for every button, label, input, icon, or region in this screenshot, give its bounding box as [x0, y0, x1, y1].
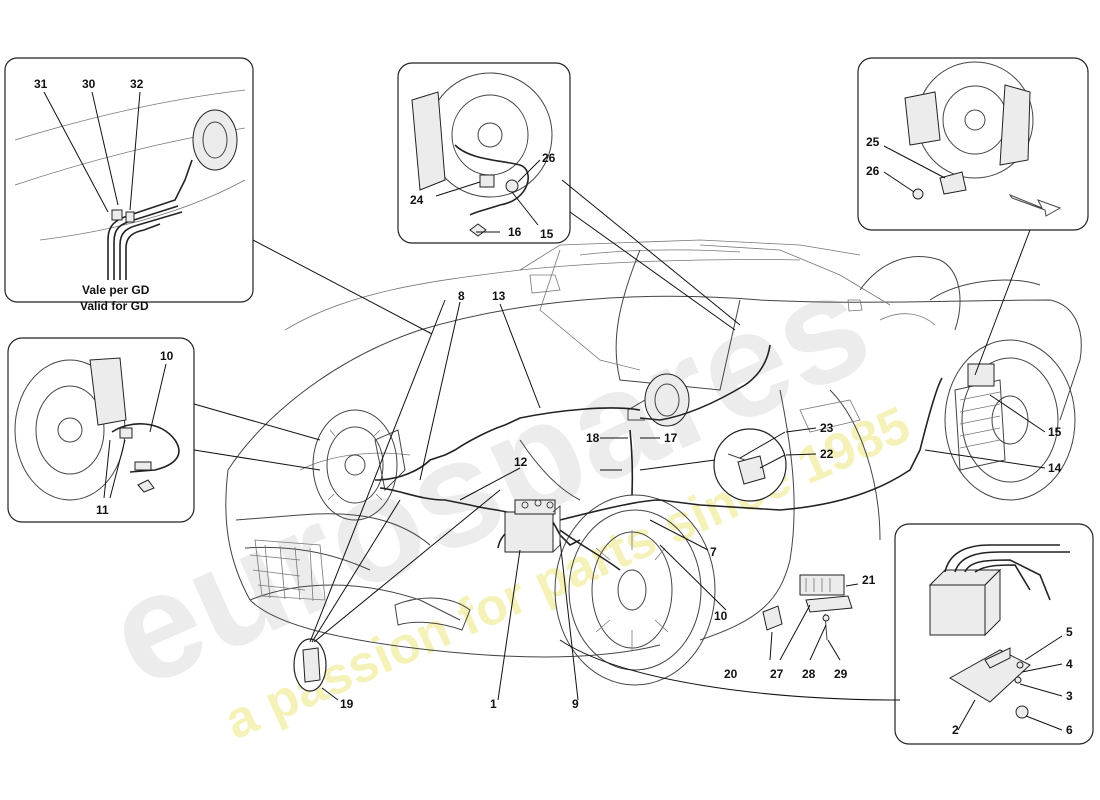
loose-parts: 20 21 27 28 29 [724, 573, 876, 681]
callout-24: 24 [410, 193, 424, 207]
callout-21: 21 [862, 573, 876, 587]
callout-29: 29 [834, 667, 848, 681]
callout-19: 19 [340, 697, 354, 711]
callout-28: 28 [802, 667, 816, 681]
callout-30: 30 [82, 77, 96, 91]
callout-13: 13 [492, 289, 506, 303]
abs-unit [504, 499, 561, 553]
callout-6: 6 [1066, 723, 1073, 737]
car-body [225, 239, 1082, 658]
inset-abs-unit: 5 4 3 6 2 [894, 523, 1094, 745]
front-brake-assembly [312, 409, 406, 521]
callout-12: 12 [514, 455, 528, 469]
callout-20: 20 [724, 667, 738, 681]
callout-2: 2 [952, 723, 959, 737]
inset-left-caliper: 10 11 [7, 337, 195, 523]
main-callouts: 8 13 12 17 18 15 14 7 10 1 9 [419, 289, 1062, 711]
brake-pipes [374, 344, 943, 571]
clip-detail: 19 [293, 299, 501, 711]
callout-23: 23 [820, 421, 834, 435]
callout-1: 1 [490, 697, 497, 711]
callout-11: 11 [96, 503, 109, 517]
direction-arrow-icon [1008, 193, 1062, 217]
front-left-wheel [554, 494, 716, 686]
callout-22: 22 [820, 447, 834, 461]
callout-27: 27 [770, 667, 784, 681]
callout-26-right: 26 [866, 164, 880, 178]
callout-3: 3 [1066, 689, 1073, 703]
callout-10-right: 10 [714, 609, 728, 623]
callout-17: 17 [664, 431, 678, 445]
callout-32: 32 [130, 77, 144, 91]
callout-14: 14 [1048, 461, 1062, 475]
inset-connectors [193, 179, 1031, 701]
inset-note-english: Valid for GD [80, 299, 149, 313]
callout-16: 16 [508, 225, 522, 239]
callout-8: 8 [458, 289, 465, 303]
callout-10-left: 10 [160, 349, 174, 363]
inset-rear-caliper: 25 26 [857, 57, 1089, 231]
rear-right-wheel [944, 339, 1076, 501]
callout-18: 18 [586, 431, 600, 445]
callout-5: 5 [1066, 625, 1073, 639]
connector-detail: 23 22 [713, 421, 834, 502]
callout-15-right: 15 [1048, 425, 1062, 439]
callout-31: 31 [34, 77, 48, 91]
callout-26-top: 26 [542, 151, 556, 165]
inset-front-caliper: 24 26 15 16 [397, 62, 571, 244]
inset-note-italian: Vale per GD [82, 283, 150, 297]
callout-4: 4 [1066, 657, 1073, 671]
inset-gd-piping: 31 30 32 Vale per GD Valid for GD [4, 57, 254, 313]
callout-15-top: 15 [540, 227, 554, 241]
callout-25: 25 [866, 135, 880, 149]
brake-booster [627, 373, 690, 427]
callout-7: 7 [710, 545, 717, 559]
rear-brake-assembly [954, 363, 1006, 471]
callout-9: 9 [572, 697, 579, 711]
